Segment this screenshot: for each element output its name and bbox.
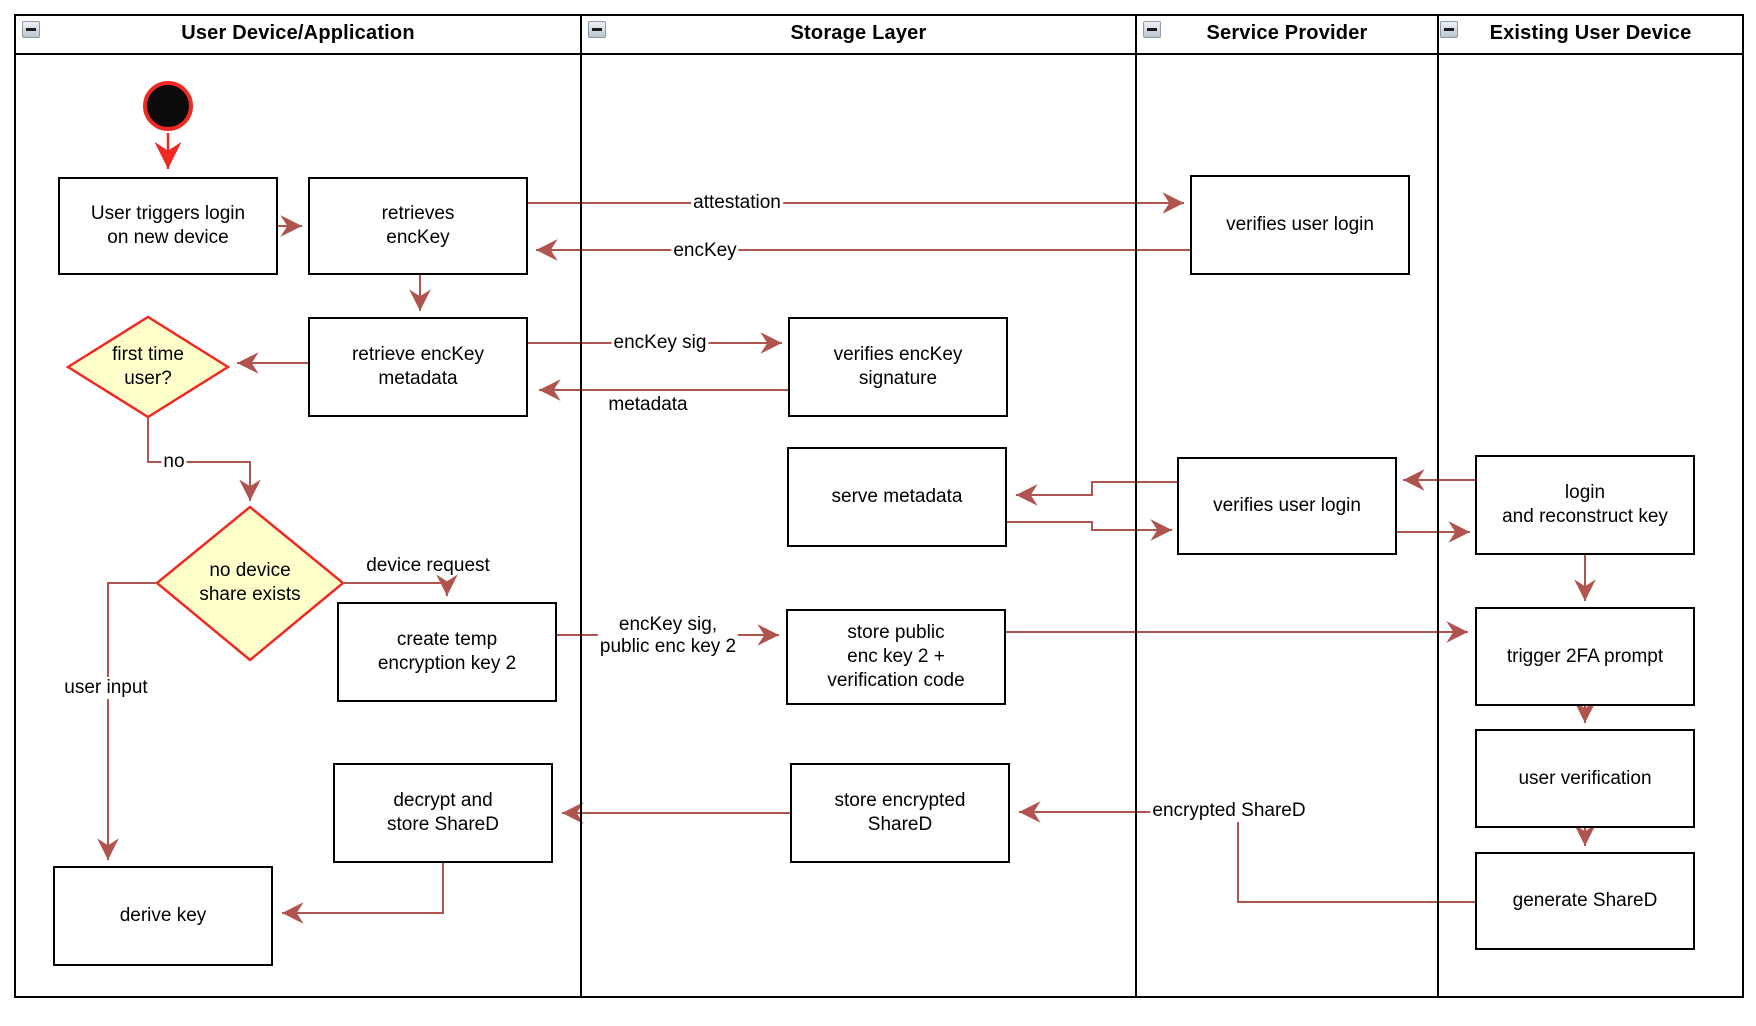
- minus-icon: [1147, 28, 1157, 31]
- edge-label-encrypted-shared[interactable]: encrypted ShareD: [1150, 800, 1308, 822]
- lane-header-separator: [14, 53, 1744, 55]
- edge-label-attestation[interactable]: attestation: [691, 192, 783, 214]
- start-node[interactable]: [143, 81, 193, 131]
- edge-serve-to-verifies2[interactable]: [1007, 519, 1172, 541]
- node-store-encrypted-shared[interactable]: store encrypted ShareD: [790, 763, 1010, 863]
- lane-divider-2: [1135, 14, 1137, 998]
- edge-encrypted-shared[interactable]: [1018, 801, 1475, 903]
- lane-header-existing-device[interactable]: Existing User Device: [1489, 22, 1692, 44]
- node-generate-shared[interactable]: generate ShareD: [1475, 852, 1695, 950]
- lane-header-storage-layer[interactable]: Storage Layer: [790, 22, 927, 44]
- node-store-public-enc-key[interactable]: store public enc key 2 + verification co…: [786, 609, 1006, 705]
- collapse-lane-4-icon[interactable]: [1440, 21, 1458, 38]
- edge-no-branch[interactable]: [147, 417, 261, 501]
- decision-first-time-user-label: first time user?: [112, 344, 184, 389]
- collapse-lane-2-icon[interactable]: [588, 21, 606, 38]
- edge-label-enckey[interactable]: encKey: [671, 240, 739, 262]
- node-create-temp-key-2[interactable]: create temp encryption key 2: [337, 602, 557, 702]
- node-derive-key[interactable]: derive key: [53, 866, 273, 966]
- node-decrypt-store-shared[interactable]: decrypt and store ShareD: [333, 763, 553, 863]
- edge-verifies2-to-serve[interactable]: [1015, 481, 1177, 506]
- node-user-triggers-login[interactable]: User triggers login on new device: [58, 177, 278, 275]
- node-verifies-user-login-2[interactable]: verifies user login: [1177, 457, 1397, 555]
- collapse-lane-1-icon[interactable]: [22, 21, 40, 38]
- lane-divider-1: [580, 14, 582, 998]
- node-retrieves-enckey[interactable]: retrieves encKey: [308, 177, 528, 275]
- minus-icon: [592, 28, 602, 31]
- lane-header-service-provider[interactable]: Service Provider: [1206, 22, 1368, 44]
- edge-label-enckey-sig[interactable]: encKey sig: [611, 332, 709, 354]
- lane-divider-3: [1437, 14, 1439, 998]
- decision-no-device-share-label: no device share exists: [199, 560, 301, 605]
- edge-label-no[interactable]: no: [161, 451, 187, 473]
- node-login-reconstruct-key[interactable]: login and reconstruct key: [1475, 455, 1695, 555]
- minus-icon: [1444, 28, 1454, 31]
- edge-label-user-input[interactable]: user input: [62, 677, 150, 699]
- minus-icon: [26, 28, 36, 31]
- node-retrieve-enckey-metadata[interactable]: retrieve encKey metadata: [308, 317, 528, 417]
- node-verifies-enckey-signature[interactable]: verifies encKey signature: [788, 317, 1008, 417]
- edge-label-device-request[interactable]: device request: [366, 555, 490, 577]
- edge-device-request[interactable]: [343, 574, 458, 596]
- lane-header-user-device[interactable]: User Device/Application: [181, 22, 415, 44]
- decision-first-time-user[interactable]: [65, 315, 231, 419]
- node-serve-metadata[interactable]: serve metadata: [787, 447, 1007, 547]
- collapse-lane-3-icon[interactable]: [1143, 21, 1161, 38]
- node-trigger-2fa-prompt[interactable]: trigger 2FA prompt: [1475, 607, 1695, 706]
- node-verifies-user-login-1[interactable]: verifies user login: [1190, 175, 1410, 275]
- edge-label-metadata[interactable]: metadata: [608, 394, 688, 416]
- node-user-verification[interactable]: user verification: [1475, 729, 1695, 828]
- pool-border: [14, 14, 1744, 998]
- edge-label-enckey-sig-public[interactable]: encKey sig, public enc key 2: [597, 614, 739, 658]
- edge-user-input[interactable]: [97, 582, 157, 860]
- edge-decrypt-to-derive[interactable]: [282, 863, 444, 924]
